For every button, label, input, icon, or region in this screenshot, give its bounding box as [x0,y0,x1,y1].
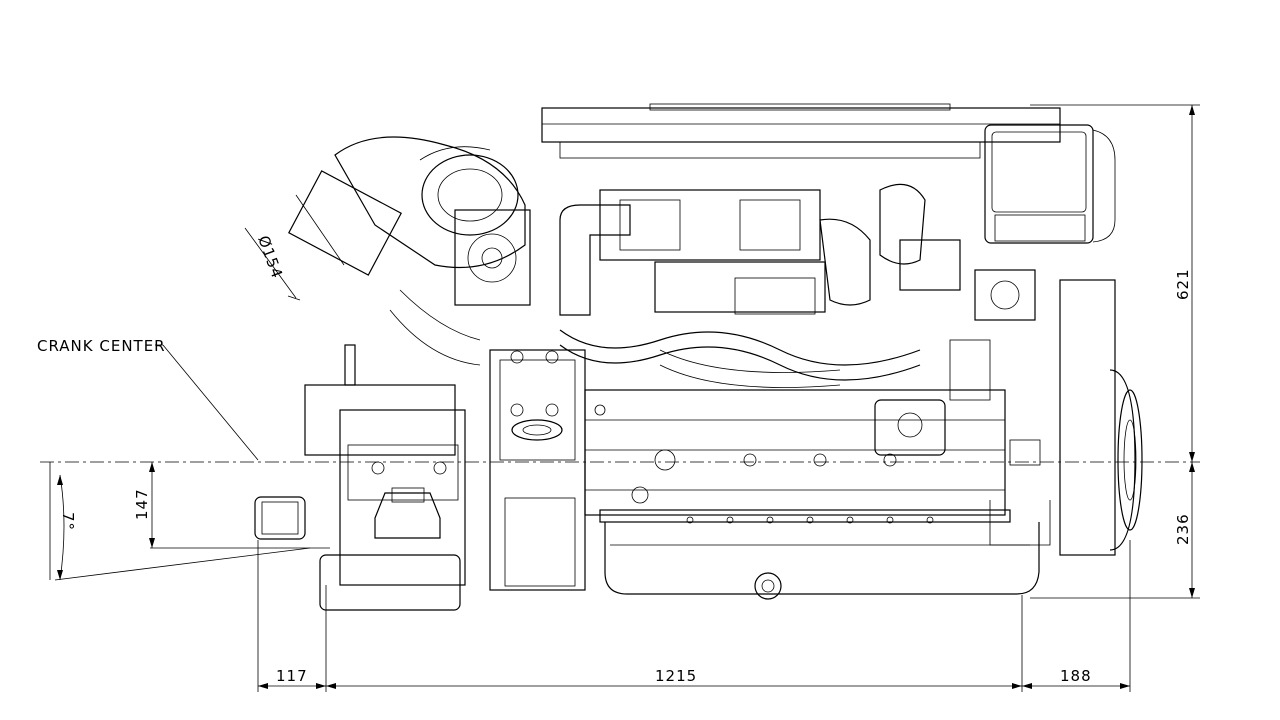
dimension-117-label: 117 [276,667,308,685]
diameter-label: Ø154 [254,233,286,281]
height-dimension-147: 147 [133,462,330,549]
dimension-1215-label: 1215 [655,667,697,685]
angle-callout: 7° [49,462,311,581]
dimension-147-label: 147 [133,488,151,520]
right-dimensions: 621 236 [1030,104,1200,599]
engine-outline [254,103,1143,611]
crank-center-label: CRANK CENTER [37,337,166,355]
crank-center-callout: CRANK CENTER [37,337,259,461]
bottom-dimensions: 117 1215 188 [257,540,1131,692]
dimension-236-label: 236 [1174,513,1192,545]
dimension-188-label: 188 [1060,667,1092,685]
diameter-callout: Ø154 [244,194,345,301]
dimension-621-label: 621 [1174,268,1192,300]
angle-label: 7° [59,512,77,531]
